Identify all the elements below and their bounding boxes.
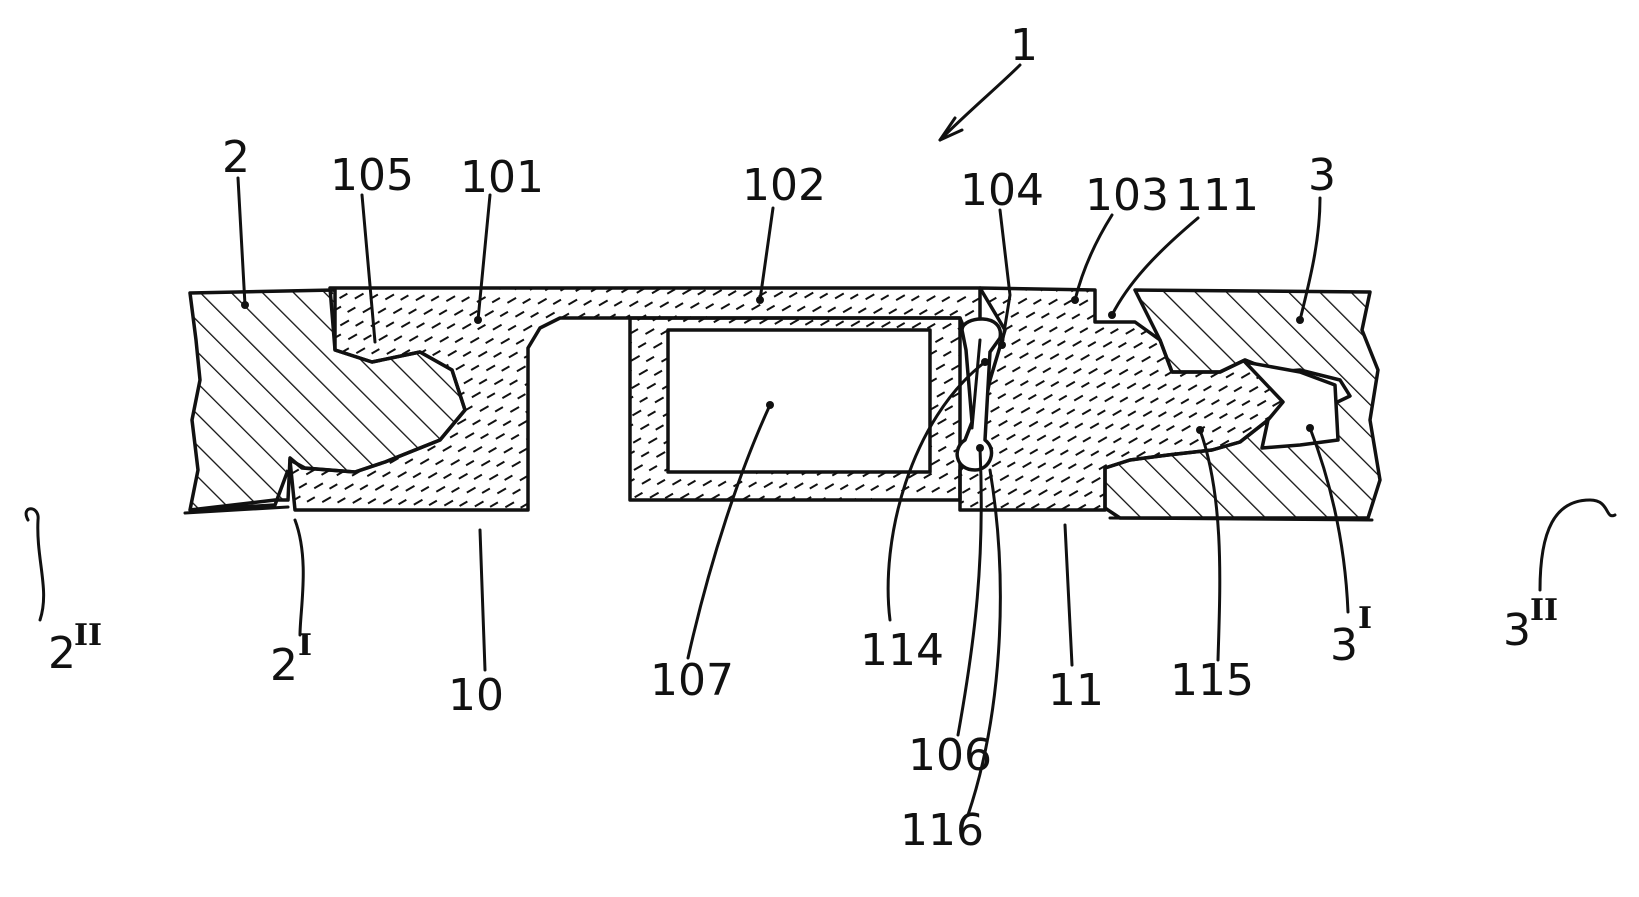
- leader-102-dot: [756, 296, 764, 304]
- label-3I-sup: I: [1358, 601, 1372, 636]
- label-10: 10: [448, 670, 504, 721]
- label-111: 111: [1175, 170, 1259, 221]
- label-101: 101: [460, 152, 544, 203]
- leader-101-dot: [474, 316, 482, 324]
- leader-1-arrow: [940, 65, 1020, 140]
- label-102: 102: [742, 160, 826, 211]
- label-2II-sup: II: [74, 618, 102, 653]
- leader-115-dot: [1196, 426, 1204, 434]
- label-103: 103: [1085, 170, 1169, 221]
- label-3II: 3: [1503, 605, 1531, 656]
- label-106: 106: [908, 730, 992, 781]
- leader-11: [1065, 525, 1072, 665]
- label-2I-base: 2: [270, 640, 298, 691]
- bottom-edge-right: [1110, 518, 1372, 520]
- leader-104-dot: [998, 341, 1006, 349]
- leader-111-dot: [1108, 311, 1116, 319]
- leader-3-dot: [1296, 316, 1304, 324]
- leader-2I: [295, 520, 303, 635]
- leader-106-dot: [976, 444, 984, 452]
- hollow-chamber-107: [668, 330, 930, 472]
- leader-103: [1075, 215, 1112, 300]
- label-114: 114: [860, 625, 944, 676]
- label-3II-sup: II: [1530, 593, 1558, 628]
- label-11: 11: [1048, 665, 1104, 716]
- label-2I-sup: I: [298, 628, 312, 663]
- label-104: 104: [960, 165, 1044, 216]
- label-3I: 3: [1330, 620, 1358, 671]
- leader-2-dot: [241, 301, 249, 309]
- leader-102: [760, 208, 773, 300]
- label-2I: 2: [270, 640, 298, 691]
- leader-107-dot: [766, 401, 774, 409]
- label-3I-base: 3: [1330, 620, 1358, 671]
- label-107: 107: [650, 655, 734, 706]
- label-3: 3: [1308, 150, 1336, 201]
- leader-114-dot: [981, 358, 989, 366]
- label-2: 2: [222, 132, 250, 183]
- leader-3II: [1540, 500, 1615, 590]
- leader-103-dot: [1071, 296, 1079, 304]
- leader-2II: [26, 509, 44, 620]
- leader-10: [480, 530, 485, 670]
- label-105: 105: [330, 150, 414, 201]
- leader-2: [238, 178, 245, 305]
- leader-3I-dot: [1306, 424, 1314, 432]
- label-3II-base: 3: [1503, 605, 1531, 656]
- label-1: 1: [1010, 20, 1038, 71]
- label-2II-base: 2: [48, 628, 76, 679]
- label-116: 116: [900, 805, 984, 856]
- label-2II: 2: [48, 628, 76, 679]
- label-115: 115: [1170, 655, 1254, 706]
